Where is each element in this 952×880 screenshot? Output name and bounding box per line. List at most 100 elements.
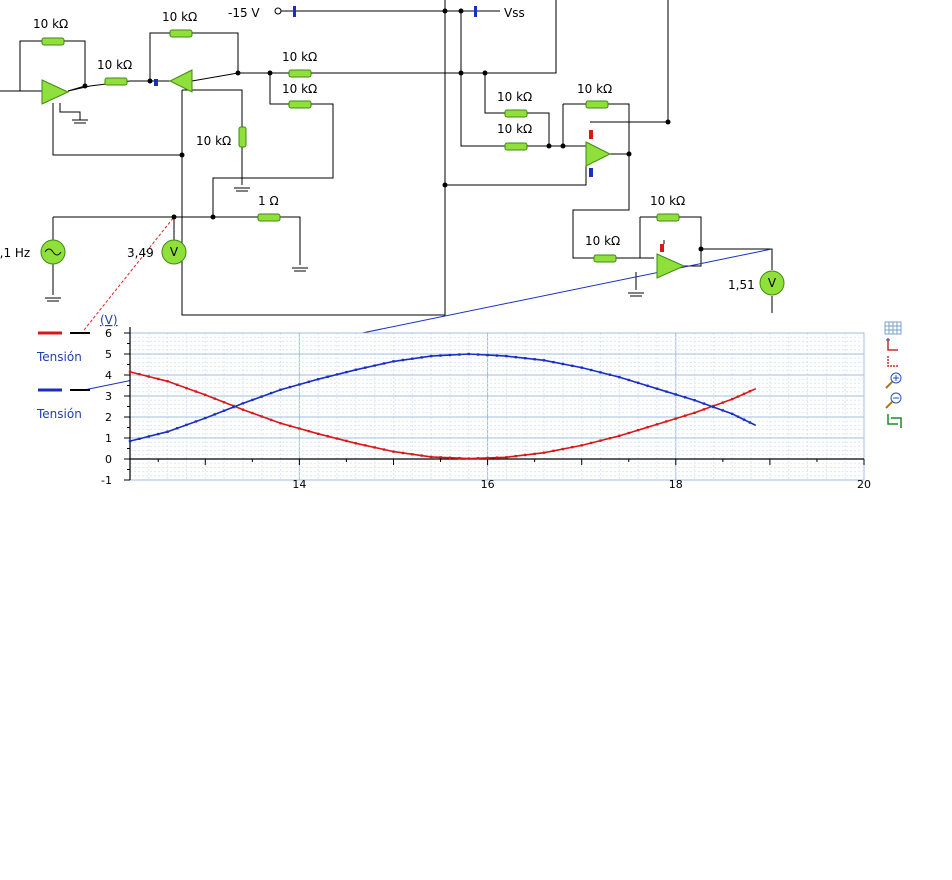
series-point (552, 360, 555, 364)
series-point (646, 426, 649, 429)
y-tick-label: 5 (105, 348, 112, 361)
resistor[interactable] (504, 142, 528, 151)
series-point (166, 380, 169, 383)
series-point (251, 398, 254, 402)
series-point (204, 393, 207, 397)
resistor-label: 10 kΩ (497, 90, 532, 104)
series-point (655, 387, 659, 390)
resistor[interactable] (656, 213, 680, 222)
resistor[interactable] (288, 69, 312, 78)
series-point (166, 430, 169, 433)
legend-unit: (V) (100, 313, 118, 327)
resistor[interactable] (169, 29, 193, 38)
series-point (589, 368, 593, 372)
cursor-alt-icon[interactable] (887, 356, 898, 367)
series-point (702, 408, 706, 411)
series-point (599, 371, 602, 374)
resistor-label: 10 kΩ (497, 122, 532, 136)
series-point (533, 452, 536, 456)
series-point (204, 416, 207, 420)
resistors[interactable] (41, 29, 680, 263)
resistor[interactable] (257, 213, 281, 222)
resistor[interactable] (288, 100, 312, 109)
resistor[interactable] (593, 254, 617, 263)
series-point (514, 454, 518, 458)
sine-icon (44, 248, 62, 256)
series-point (721, 409, 725, 412)
voltmeter-2[interactable] (759, 270, 785, 296)
op-amp[interactable] (168, 69, 193, 93)
series-point (128, 370, 132, 374)
series-point (345, 439, 348, 443)
resistor[interactable] (41, 37, 65, 46)
series-point (317, 432, 320, 435)
legend-label: Tensión (36, 350, 82, 364)
cursor-icon[interactable] (886, 338, 898, 351)
series-point (364, 366, 367, 369)
series-point (354, 368, 358, 371)
supply-label: -15 V (228, 6, 260, 20)
series-point (736, 415, 740, 418)
series-point (307, 380, 310, 384)
series-point (646, 384, 649, 387)
zoom-out-icon[interactable] (885, 392, 902, 409)
legend: (V) Tensión Tensión (36, 313, 118, 421)
op-amps[interactable] (41, 69, 686, 279)
voltmeter-1[interactable] (161, 239, 187, 265)
series-tension-red (128, 370, 757, 460)
series-point (655, 423, 659, 426)
ground-icons (45, 119, 644, 302)
resistor[interactable] (104, 77, 128, 86)
resistor[interactable] (585, 100, 609, 109)
series-point (731, 397, 734, 401)
series-point (674, 393, 677, 396)
series-point (138, 437, 141, 440)
series-point (128, 439, 132, 443)
op-amp[interactable] (41, 79, 70, 105)
series-point (147, 375, 151, 378)
series-point (467, 352, 470, 356)
x-tick-label: 16 (481, 478, 495, 491)
series-point (731, 412, 734, 416)
series-point (317, 378, 320, 381)
op-amp[interactable] (656, 253, 686, 279)
series-point (241, 402, 245, 405)
series-point (495, 456, 499, 459)
resistor[interactable] (238, 126, 247, 148)
crop-icon[interactable] (887, 414, 902, 428)
series-point (411, 357, 414, 360)
series-point (147, 435, 151, 438)
series-point (693, 411, 696, 414)
resistor-label: 10 kΩ (577, 82, 612, 96)
resistor-label: 10 kΩ (585, 234, 620, 248)
series-point (298, 383, 301, 386)
op-amp[interactable] (585, 141, 612, 167)
zoom-in-icon[interactable] (885, 372, 902, 389)
source-frequency-label: 0,1 Hz (0, 246, 30, 260)
plot-toolbar[interactable] (884, 321, 902, 428)
series-point (524, 357, 527, 360)
voltmeter-1-value: 3,49 (127, 246, 154, 260)
plot-background (129, 332, 865, 481)
resistor-label: 10 kΩ (196, 134, 231, 148)
voltmeter-2-symbol: V (768, 276, 777, 290)
legend-label: Tensión (36, 407, 82, 421)
resistor-label: 10 kΩ (97, 58, 132, 72)
x-tick-label: 18 (669, 478, 683, 491)
series-point (571, 445, 574, 449)
resistor[interactable] (504, 109, 528, 118)
series-tension-blue (128, 352, 757, 443)
series-point (505, 354, 508, 358)
series-point (608, 437, 612, 440)
y-tick-label: 2 (105, 411, 112, 424)
series-point (269, 418, 273, 422)
series-point (185, 386, 188, 390)
grid-icon[interactable] (884, 321, 902, 335)
series-point (684, 396, 687, 399)
vss-label: Vss (504, 6, 525, 20)
series-point (448, 456, 452, 459)
series-point (185, 423, 188, 427)
series-point (618, 434, 621, 438)
